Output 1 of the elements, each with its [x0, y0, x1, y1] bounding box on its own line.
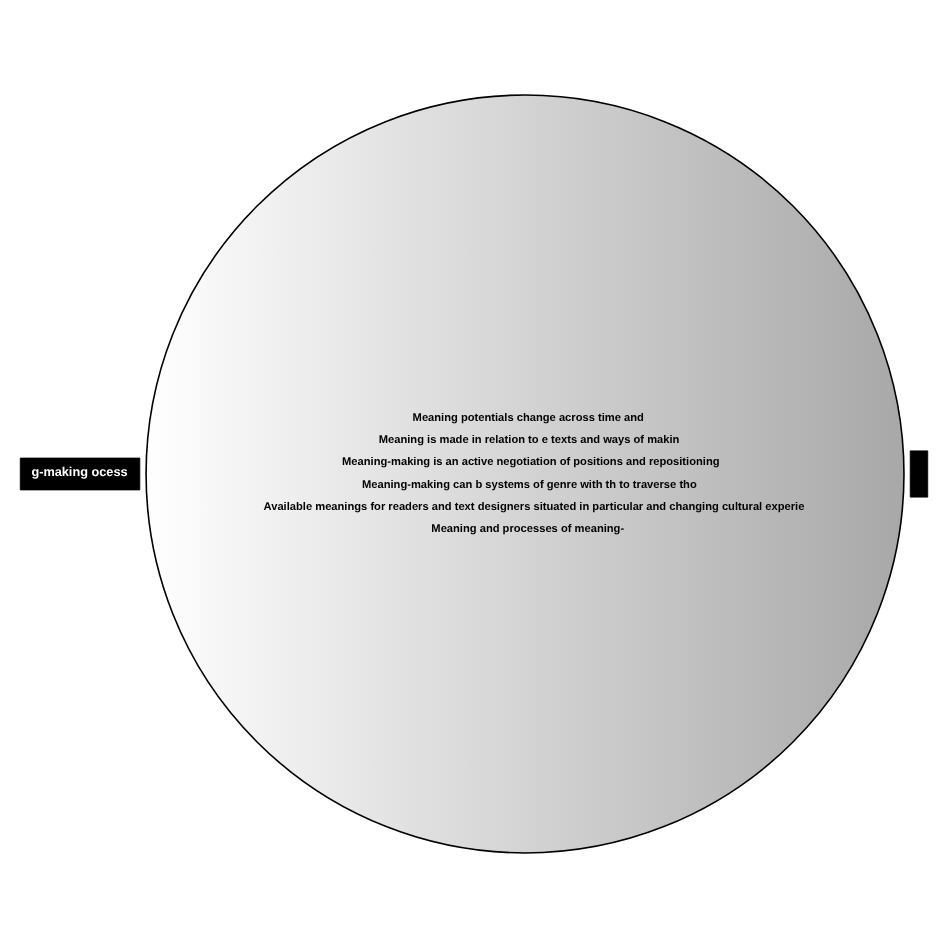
- node-box: [909, 450, 929, 498]
